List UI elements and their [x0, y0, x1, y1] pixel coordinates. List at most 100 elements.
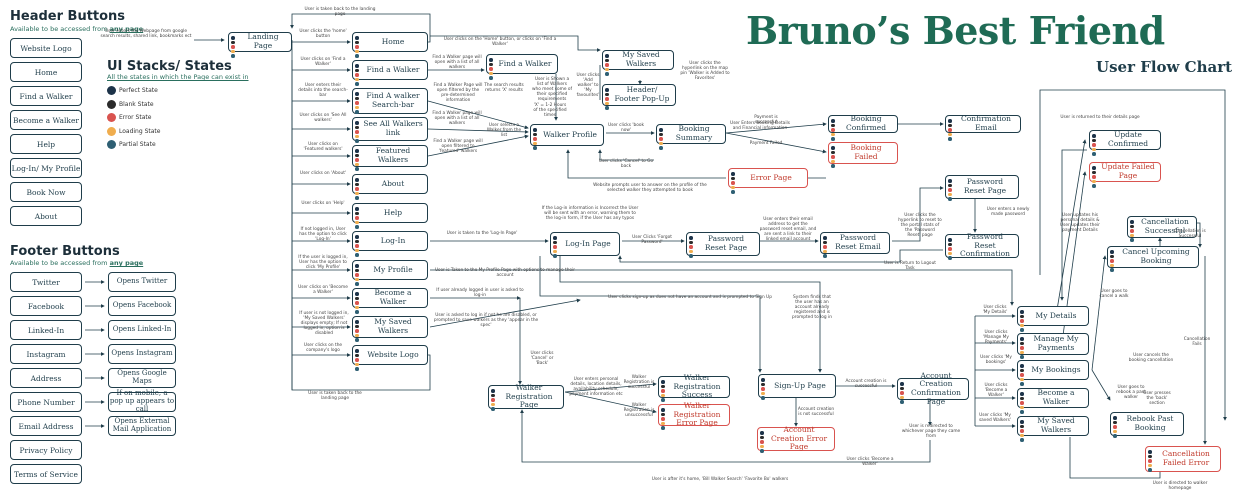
flow-node-label: Password Reset Page: [704, 234, 748, 252]
state-dots-icon: [948, 119, 952, 142]
flow-node-pw-reset-page2: Password Reset Page: [945, 175, 1019, 202]
flow-node-label: Booking Confirmed: [845, 114, 887, 132]
flow-node-walker-profile: Walker Profile: [530, 124, 604, 150]
state-dots-icon: [355, 235, 359, 258]
footer-button-twitter[interactable]: Twitter: [10, 272, 82, 292]
state-dots-icon: [355, 320, 359, 343]
flow-node-label: Cancellation Failed Error: [1162, 449, 1210, 467]
flow-node-rebook: Rebook Past Booking: [1110, 412, 1184, 439]
header-button-book-now[interactable]: Book Now: [10, 182, 82, 202]
flow-node-label: Log-In Page: [565, 238, 611, 248]
footer-result: Opens Linked-In: [108, 320, 176, 340]
flow-annotation: User clicks on 'See All walkers': [299, 113, 347, 123]
footer-button-phone-number[interactable]: Phone Number: [10, 392, 82, 412]
flow-node-my-details: My Details: [1017, 306, 1089, 332]
flow-node-label: Manage My Payments: [1033, 334, 1079, 352]
header-button-find-a-walker[interactable]: Find a Walker: [10, 86, 82, 106]
state-dots-icon: [900, 382, 904, 405]
flow-annotation: User is directed to walker homepage: [1152, 481, 1208, 491]
state-dots-icon: [355, 207, 359, 230]
flow-node-pw-reset-page: Password Reset Page: [686, 232, 760, 258]
flow-annotation: User goes to cancel a walk: [1099, 289, 1129, 299]
state-dots-icon: [355, 121, 359, 144]
flow-node-label: Password Reset Email: [835, 233, 881, 251]
flow-annotation: User is after it's home, 'Bill Walker Se…: [651, 477, 789, 482]
state-dots-icon: [491, 389, 495, 412]
flow-node-login-page: Log-In Page: [550, 232, 620, 258]
footer-button-terms-of-service[interactable]: Terms of Service: [10, 464, 82, 484]
flow-annotation: User clicks on 'Find a Walker': [300, 57, 346, 67]
flow-node-header-footer: Header/ Footer Pop-Up: [602, 84, 676, 110]
flow-node-label: Sign-Up Page: [774, 380, 826, 390]
flow-node-label: My Details: [1035, 310, 1077, 320]
flow-node-label: Rebook Past Booking: [1126, 414, 1174, 432]
flow-node-label: Home: [381, 36, 405, 46]
state-dot-perfect-state: [107, 86, 116, 95]
state-dots-icon: [355, 149, 359, 172]
header-button-help[interactable]: Help: [10, 134, 82, 154]
flow-node-label: Account Creation Confirmation Page: [910, 370, 961, 406]
state-dots-icon: [605, 88, 609, 111]
flow-node-label: Cancel Upcoming Booking: [1122, 247, 1190, 265]
flow-annotation: Account creation is successful: [845, 379, 887, 389]
flow-node-label: Walker Registration Success: [673, 373, 721, 400]
state-dots-icon: [761, 378, 765, 401]
flow-node-booking-confirmed: Booking Confirmed: [828, 114, 898, 141]
flow-node-acct-error: Account Creation Error Page: [757, 425, 835, 453]
flow-annotation: User enters their email address to get t…: [759, 217, 817, 242]
flow-annotation: User enters the Webpage from google sear…: [100, 29, 192, 39]
state-dots-icon: [1113, 416, 1117, 439]
state-dots-icon: [355, 178, 359, 201]
flow-node-find-walker: Find a Walker: [352, 60, 428, 86]
flow-annotation: User clicks sign-up as does not have an …: [608, 295, 772, 300]
flow-annotation: User is Return to Logout Task: [884, 261, 936, 271]
flow-annotation: Payment Failed: [749, 141, 783, 146]
header-button-website-logo[interactable]: Website Logo: [10, 38, 82, 58]
state-dots-icon: [489, 58, 493, 81]
flow-node-label: About: [381, 178, 405, 188]
header-button-log-in-my-profile[interactable]: Log-In/ My Profile: [10, 158, 82, 178]
flow-node-label: Log-In: [380, 235, 406, 245]
state-dots-icon: [661, 380, 665, 403]
flow-annotation: User clicks 'My saved Walkers': [978, 413, 1012, 423]
flow-annotation: User clicks 'Cancel' to Go back: [598, 159, 654, 169]
footer-button-instagram[interactable]: Instagram: [10, 344, 82, 364]
state-dots-icon: [831, 146, 835, 169]
flow-node-my-bookings: My Bookings: [1017, 360, 1089, 386]
header-button-about[interactable]: About: [10, 206, 82, 226]
flow-annotation: User Clicks 'Forgot Password': [632, 235, 672, 245]
header-buttons-heading: Header Buttons: [10, 9, 126, 24]
flow-annotation: User enters their details into the searc…: [298, 83, 348, 98]
footer-result: Opens External Mail Application: [108, 416, 176, 436]
flow-node-label: See All Walkers link: [363, 119, 423, 137]
state-dots-icon: [1020, 420, 1024, 443]
state-label: Partial State: [119, 141, 156, 148]
footer-button-address[interactable]: Address: [10, 368, 82, 388]
flow-node-label: Update Failed Page: [1101, 162, 1155, 180]
flow-annotation: User enters personal details, location d…: [569, 377, 623, 397]
footer-button-facebook[interactable]: Facebook: [10, 296, 82, 316]
header-button-become-a-walker[interactable]: Become a Walker: [10, 110, 82, 130]
state-dots-icon: [948, 179, 952, 202]
state-dots-icon: [1130, 220, 1134, 243]
flow-node-see-all: See All Walkers link: [352, 117, 428, 144]
footer-button-email-address[interactable]: Email Address: [10, 416, 82, 436]
state-label: Perfect State: [119, 87, 158, 94]
state-dots-icon: [659, 128, 663, 151]
flow-annotation: User is redirected to whichever page the…: [901, 424, 961, 439]
flow-node-logo: Website Logo: [352, 345, 428, 371]
flow-annotation: User is taken to the 'Log-In Page': [446, 231, 518, 236]
header-button-home[interactable]: Home: [10, 62, 82, 82]
footer-button-linked-in[interactable]: Linked-In: [10, 320, 82, 340]
flow-annotation: User is asked to log in if not he are di…: [433, 313, 539, 328]
flow-node-label: Featured Walkers: [375, 146, 411, 164]
flow-annotation: Walker Registration is successful: [623, 375, 655, 390]
flow-annotation: User is Taken to the My Profile Page wit…: [434, 268, 576, 278]
footer-button-privacy-policy[interactable]: Privacy Policy: [10, 440, 82, 460]
footer-result: Opens Google Maps: [108, 368, 176, 388]
flow-node-manage-payments: Manage My Payments: [1017, 333, 1089, 359]
flow-annotation: User clicks 'Manage My Payments': [983, 330, 1009, 345]
flow-annotation: Payment is successful: [754, 115, 778, 125]
flow-node-label: Confirmation Email: [960, 114, 1011, 132]
state-dots-icon: [1110, 250, 1114, 273]
